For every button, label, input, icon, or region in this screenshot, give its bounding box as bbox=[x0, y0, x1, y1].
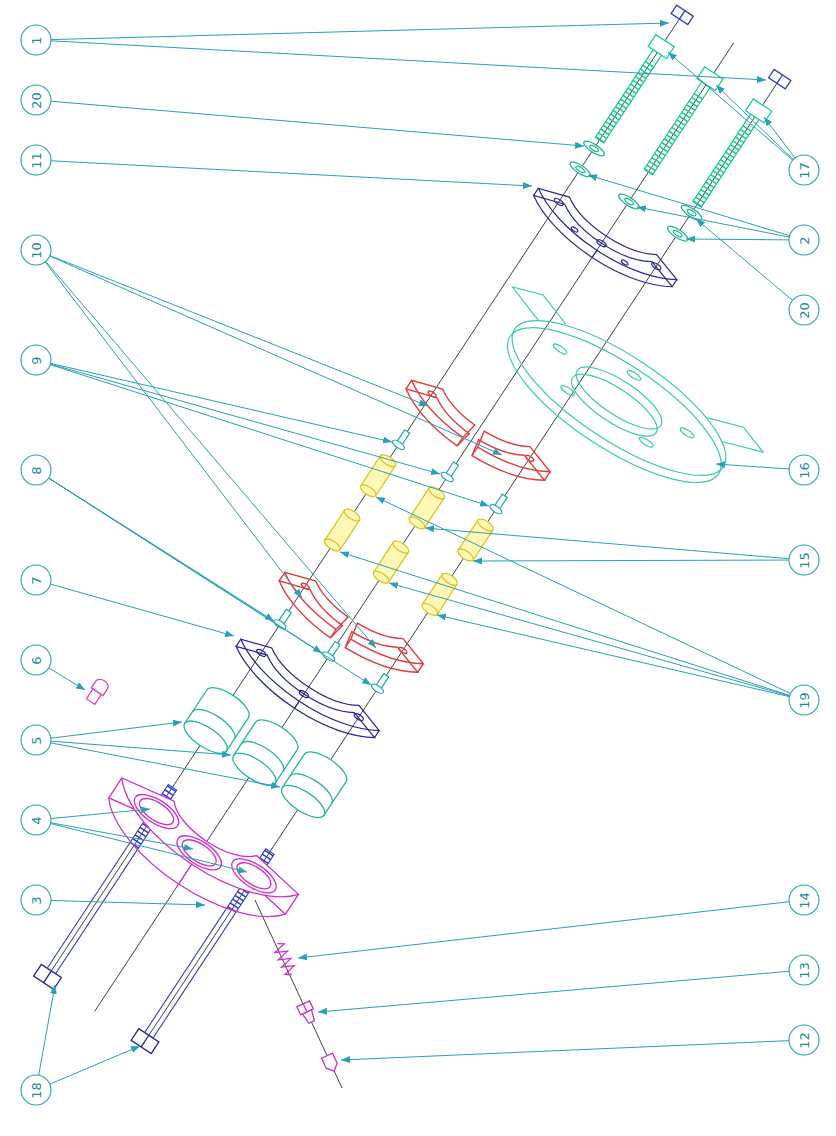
callout-number: 18 bbox=[29, 1082, 42, 1099]
plate-7 bbox=[225, 631, 384, 754]
callout-number: 17 bbox=[797, 162, 810, 179]
plug-6 bbox=[85, 677, 110, 706]
balloon-circle bbox=[789, 685, 819, 715]
callout-balloon: 11 bbox=[20, 144, 52, 176]
bolt-18 bbox=[34, 781, 280, 1054]
callout-balloon: 5 bbox=[20, 724, 52, 756]
callout-balloon: 4 bbox=[20, 804, 52, 836]
callout-balloon: 15 bbox=[788, 544, 820, 576]
callout-balloon: 13 bbox=[788, 954, 820, 986]
balloon-circle bbox=[789, 225, 819, 255]
balloon-circle bbox=[21, 235, 51, 265]
callout-balloon: 20 bbox=[788, 294, 820, 326]
balloon-circle bbox=[789, 155, 819, 185]
balloon-circle bbox=[21, 455, 51, 485]
callout-number: 4 bbox=[30, 816, 43, 824]
callout-balloon: 18 bbox=[20, 1074, 52, 1106]
balloon-circle bbox=[21, 1075, 51, 1105]
balloon-circle bbox=[21, 565, 51, 595]
balloon-circle bbox=[789, 455, 819, 485]
balloon-circle bbox=[21, 345, 51, 375]
callout-number: 8 bbox=[30, 466, 43, 474]
fitting-13 bbox=[297, 1001, 318, 1025]
callout-balloon: 1 bbox=[20, 24, 52, 56]
callout-number: 19 bbox=[797, 692, 810, 709]
callout-balloon: 6 bbox=[20, 644, 52, 676]
cap-12 bbox=[322, 1053, 340, 1073]
callout-number: 11 bbox=[29, 152, 42, 169]
callout-number: 10 bbox=[29, 242, 42, 259]
callout-balloon: 17 bbox=[788, 154, 820, 186]
callout-number: 3 bbox=[30, 896, 43, 904]
spacer bbox=[323, 507, 460, 618]
callout-balloon: 19 bbox=[788, 684, 820, 716]
balloon-circle bbox=[21, 645, 51, 675]
callout-balloon: 3 bbox=[20, 884, 52, 916]
callout-number: 5 bbox=[30, 736, 43, 744]
balloon-circle bbox=[789, 955, 819, 985]
balloon-circle bbox=[21, 145, 51, 175]
balloon-circle bbox=[789, 885, 819, 915]
callout-balloon: 16 bbox=[788, 454, 820, 486]
balloon-circle bbox=[21, 885, 51, 915]
callout-balloon: 8 bbox=[20, 454, 52, 486]
rotor-disc bbox=[466, 279, 769, 524]
callout-number: 9 bbox=[30, 356, 43, 364]
callout-number: 2 bbox=[798, 236, 811, 244]
washer-2 bbox=[568, 159, 690, 243]
callout-number: 6 bbox=[30, 656, 43, 664]
brake-pad-upper bbox=[395, 372, 555, 496]
plate-11 bbox=[523, 180, 682, 303]
callout-number: 12 bbox=[797, 1032, 810, 1049]
spacer bbox=[358, 452, 495, 563]
callout-balloon: 7 bbox=[20, 564, 52, 596]
callout-balloon: 12 bbox=[788, 1024, 820, 1056]
callout-balloon: 10 bbox=[20, 234, 52, 266]
balloon-circle bbox=[789, 295, 819, 325]
balloon-circle bbox=[21, 85, 51, 115]
callout-number: 13 bbox=[797, 962, 810, 979]
balloon-circle bbox=[21, 725, 51, 755]
balloon-circle bbox=[789, 545, 819, 575]
callout-number: 15 bbox=[797, 552, 810, 569]
caliper-housing bbox=[90, 770, 303, 942]
callout-balloon: 20 bbox=[20, 84, 52, 116]
spring-14 bbox=[272, 941, 297, 977]
brake-pad-lower bbox=[269, 564, 429, 688]
callout-number: 1 bbox=[30, 36, 43, 44]
nut-1 bbox=[671, 5, 791, 89]
callout-number: 14 bbox=[797, 892, 810, 909]
washer-20 bbox=[582, 139, 704, 223]
balloon-circle bbox=[21, 805, 51, 835]
callout-balloon: 2 bbox=[788, 224, 820, 256]
callout-number: 20 bbox=[29, 92, 42, 109]
leader-lines bbox=[36, 23, 804, 1090]
callout-number: 16 bbox=[797, 462, 810, 479]
callout-number: 20 bbox=[797, 302, 810, 319]
balloon-circle bbox=[789, 1025, 819, 1055]
callout-balloon: 9 bbox=[20, 344, 52, 376]
callout-balloon: 14 bbox=[788, 884, 820, 916]
callout-number: 7 bbox=[30, 576, 43, 584]
balloon-circle bbox=[21, 25, 51, 55]
